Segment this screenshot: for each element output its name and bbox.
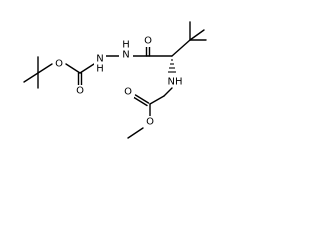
methyl-carbamate-group — [127, 94, 165, 139]
atom-label-hydrazide-n2: N — [122, 50, 129, 61]
atom-label-boc-carbonyl-oxygen: O — [76, 86, 84, 97]
bond-oxygen-to-carbonyl — [65, 63, 81, 74]
chemical-structure-diagram: O O N H H N O NH O O — [23, 21, 207, 139]
bond-methoxy-o-to-methyl — [127, 127, 144, 139]
tert-butyl-group-left — [23, 56, 53, 89]
atom-label-carbamate-nh: NH — [168, 77, 183, 88]
atom-label-hydrazide-h2: H — [122, 40, 130, 51]
bond-tbu-to-oxygen — [37, 63, 53, 74]
atom-label-hydrazide-h1: H — [96, 64, 104, 75]
bond-nh-down-to-carbamate — [163, 87, 173, 97]
tert-butyl-group-right — [171, 21, 207, 57]
atom-label-methoxy-oxygen: O — [146, 117, 154, 128]
stereo-hashed-wedge — [168, 59, 176, 73]
bond-carbamate-c-o-double-2 — [133, 96, 148, 107]
bond-carbamate-c-o-double-1 — [134, 94, 150, 104]
atom-label-carbamate-carbonyl-oxygen: O — [124, 87, 132, 98]
boc-carbamate-group — [65, 63, 95, 87]
atom-label-amide-oxygen: O — [144, 36, 152, 47]
atom-label-ester-oxygen: O — [55, 59, 63, 70]
bond-nh-to-carbamate-carbon — [149, 95, 165, 105]
atom-labels: O O N H H N O NH O O — [53, 35, 186, 128]
bond-carbonyl-to-nh — [79, 63, 95, 74]
atom-label-hydrazide-n1: N — [96, 54, 103, 65]
amide-carbonyl-group — [145, 46, 173, 57]
bond-alpha-to-quaternary — [171, 39, 191, 57]
bond-quaternary-methyl-left — [189, 29, 205, 41]
bond-tbu-methyl-left — [23, 72, 39, 83]
